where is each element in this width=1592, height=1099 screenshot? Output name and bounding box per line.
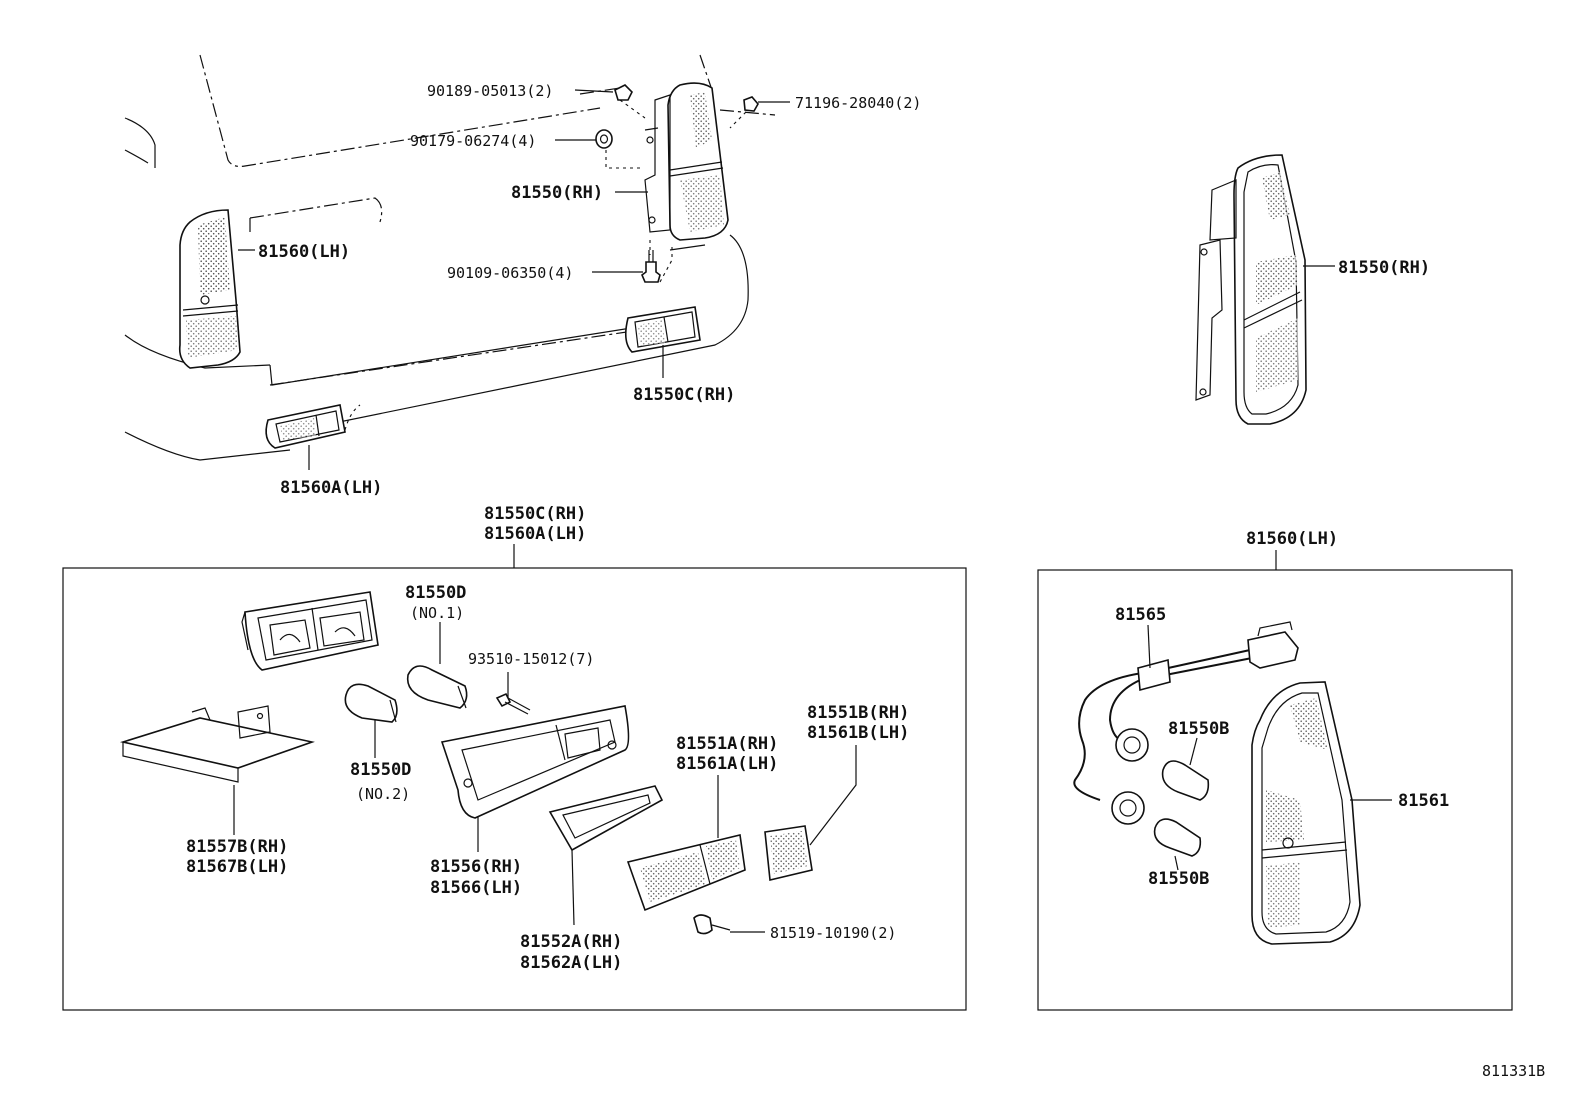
label-81550-rh-right: 81550(RH) — [1338, 258, 1430, 278]
reflector-81560a-lh[interactable] — [265, 404, 346, 449]
lens-81551a[interactable] — [626, 834, 746, 912]
box1-header-81560a: 81560A(LH) — [484, 524, 586, 544]
screw-81519[interactable] — [693, 914, 731, 935]
label-81551a-rh: 81551A(RH) — [676, 734, 778, 754]
grommet-90179[interactable] — [595, 129, 613, 149]
label-81519-10190: 81519-10190(2) — [770, 924, 896, 942]
box1-header-81550c: 81550C(RH) — [484, 504, 586, 524]
vehicle-rear-view — [124, 54, 776, 461]
label-81556-rh: 81556(RH) — [430, 857, 522, 877]
label-71196-28040: 71196-28040(2) — [795, 94, 921, 112]
bulb-81550b-lower[interactable] — [1153, 818, 1202, 857]
reflector-81551b[interactable] — [764, 825, 813, 881]
label-81566-lh: 81566(LH) — [430, 878, 522, 898]
wire-harness-81565[interactable] — [1073, 621, 1299, 825]
reflector-81550c-rh[interactable] — [624, 306, 701, 353]
nut-71196[interactable] — [743, 96, 759, 112]
bulb-81550b-upper[interactable] — [1161, 760, 1210, 801]
label-81561a-lh: 81561A(LH) — [676, 754, 778, 774]
lens-81561[interactable] — [1251, 681, 1361, 945]
lamp-81550-rh-detail[interactable] — [1195, 154, 1307, 425]
label-81567b-lh: 81567B(LH) — [186, 857, 288, 877]
label-81550-rh: 81550(RH) — [511, 183, 603, 203]
bracket-81557b[interactable] — [119, 705, 315, 783]
bulb-81550d-no2[interactable] — [344, 683, 398, 723]
label-93510-15012: 93510-15012(7) — [468, 650, 594, 668]
label-81561b-lh: 81561B(LH) — [807, 723, 909, 743]
label-81550b-upper: 81550B — [1168, 719, 1229, 739]
label-81550d-no2: 81550D — [350, 760, 411, 780]
label-no1: (NO.1) — [410, 604, 464, 622]
label-81552a-rh: 81552A(RH) — [520, 932, 622, 952]
label-90189-05013: 90189-05013(2) — [427, 82, 553, 100]
bulb-81550d-no1[interactable] — [406, 665, 468, 709]
label-81550b-lower: 81550B — [1148, 869, 1209, 889]
screw-93510[interactable] — [495, 692, 531, 715]
gasket-81552a[interactable] — [548, 785, 664, 852]
label-81561: 81561 — [1398, 791, 1449, 811]
bezel-81556[interactable] — [440, 705, 630, 819]
label-81557b-rh: 81557B(RH) — [186, 837, 288, 857]
label-90179-06274: 90179-06274(4) — [410, 132, 536, 150]
label-81560a-lh: 81560A(LH) — [280, 478, 382, 498]
label-81562a-lh: 81562A(LH) — [520, 953, 622, 973]
label-81565: 81565 — [1115, 605, 1166, 625]
label-81550c-rh: 81550C(RH) — [633, 385, 735, 405]
diagram-id: 811331B — [1482, 1062, 1545, 1080]
lamp-81560-lh[interactable] — [178, 209, 241, 369]
label-81551b-rh: 81551B(RH) — [807, 703, 909, 723]
lamp-81550-rh-installed[interactable] — [644, 82, 729, 241]
box-reflector-assembly — [62, 567, 967, 1011]
reflector-housing[interactable] — [241, 591, 379, 671]
label-81560-lh: 81560(LH) — [258, 242, 350, 262]
screw-90109[interactable] — [641, 250, 661, 283]
label-no2: (NO.2) — [356, 785, 410, 803]
box-lamp-assembly — [1037, 569, 1513, 1011]
label-90109-06350: 90109-06350(4) — [447, 264, 573, 282]
clip-90189[interactable] — [614, 84, 633, 101]
box2-header-81560: 81560(LH) — [1246, 529, 1338, 549]
label-81550d-no1: 81550D — [405, 583, 466, 603]
